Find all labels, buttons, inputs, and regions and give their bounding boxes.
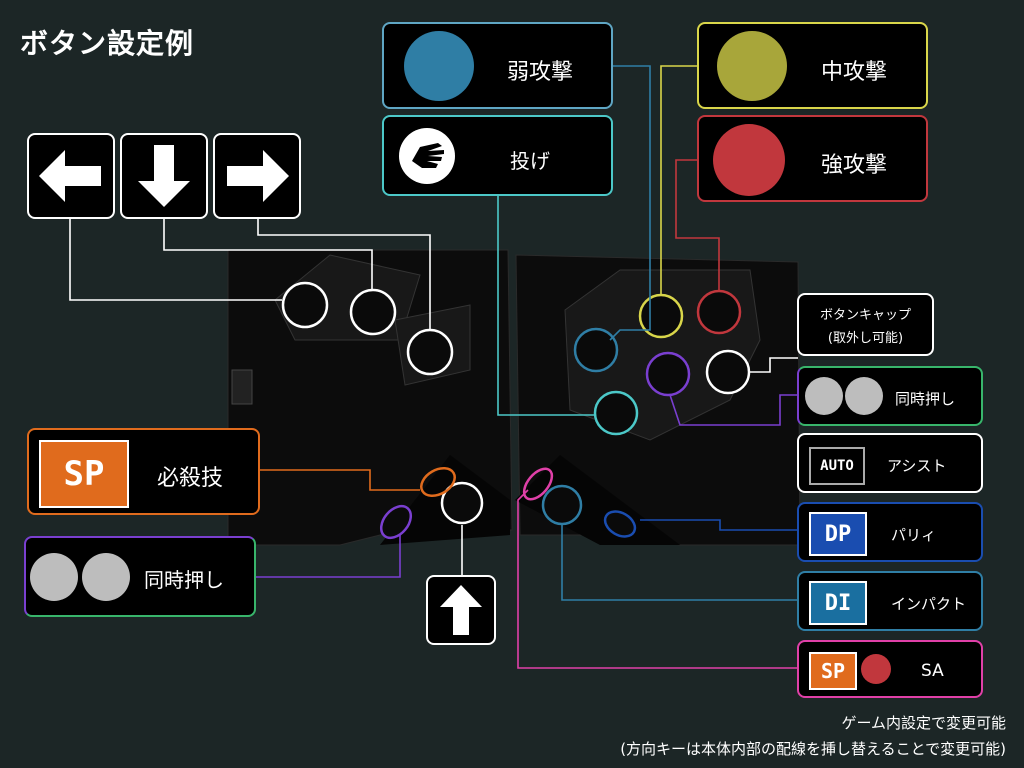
simultaneous-right-box: 同時押し	[797, 366, 983, 426]
up-arrow-box	[426, 575, 496, 645]
auto-icon: AUTO	[809, 447, 865, 485]
grey-button-icon	[805, 377, 843, 415]
heavy-attack-box: 強攻撃	[697, 115, 928, 202]
simultaneous-right-label: 同時押し	[895, 390, 956, 408]
impact-label: インパクト	[891, 595, 967, 613]
left-buttons	[281, 281, 484, 540]
assist-box: AUTO アシスト	[797, 433, 983, 493]
simultaneous-left-box: 同時押し	[24, 536, 256, 617]
light-attack-label: 弱攻撃	[507, 60, 574, 85]
heavy-button-icon	[713, 124, 785, 196]
page-title: ボタン設定例	[20, 27, 195, 60]
down-arrow-box	[120, 133, 208, 219]
parry-box: DP パリィ	[797, 502, 983, 562]
impact-box: DI インパクト	[797, 571, 983, 631]
footer-line2: (方向キーは本体内部の配線を挿し替えることで変更可能)	[620, 740, 1006, 758]
sp-icon: SP	[39, 440, 129, 508]
sp-icon: SP	[809, 652, 857, 690]
dp-icon: DP	[809, 512, 867, 556]
assist-label: アシスト	[887, 457, 947, 475]
sa-label: SA	[921, 661, 944, 681]
hand-icon	[399, 128, 455, 184]
heavy-attack-label: 強攻撃	[821, 153, 888, 178]
medium-attack-label: 中攻撃	[821, 60, 888, 85]
simultaneous-left-label: 同時押し	[144, 568, 224, 592]
heavy-button-icon	[861, 654, 891, 684]
parry-label: パリィ	[891, 526, 937, 544]
right-arrow-box	[213, 133, 301, 219]
connector-lines	[69, 65, 798, 669]
throw-label: 投げ	[510, 149, 550, 173]
grey-button-icon	[30, 553, 78, 601]
down-arrow-icon	[138, 145, 190, 207]
di-icon: DI	[809, 581, 867, 625]
button-cap-box: ボタンキャップ (取外し可能)	[797, 293, 934, 356]
footer-line1: ゲーム内設定で変更可能	[841, 714, 1006, 732]
button-cap-line1: ボタンキャップ	[819, 307, 911, 323]
sa-box: SP SA	[797, 640, 983, 698]
up-arrow-icon	[440, 585, 482, 635]
button-cap-line2: (取外し可能)	[827, 330, 904, 346]
medium-attack-box: 中攻撃	[697, 22, 928, 109]
left-arrow-box	[27, 133, 115, 219]
left-arrow-icon	[39, 150, 101, 202]
light-attack-box: 弱攻撃	[382, 22, 613, 109]
special-move-box: SP 必殺技	[27, 428, 260, 515]
medium-button-icon	[717, 31, 787, 101]
right-arrow-icon	[227, 150, 289, 202]
grey-button-icon	[82, 553, 130, 601]
right-buttons	[522, 289, 751, 538]
grey-button-icon	[845, 377, 883, 415]
throw-box: 投げ	[382, 115, 613, 196]
special-move-label: 必殺技	[157, 466, 224, 491]
light-button-icon	[404, 31, 474, 101]
